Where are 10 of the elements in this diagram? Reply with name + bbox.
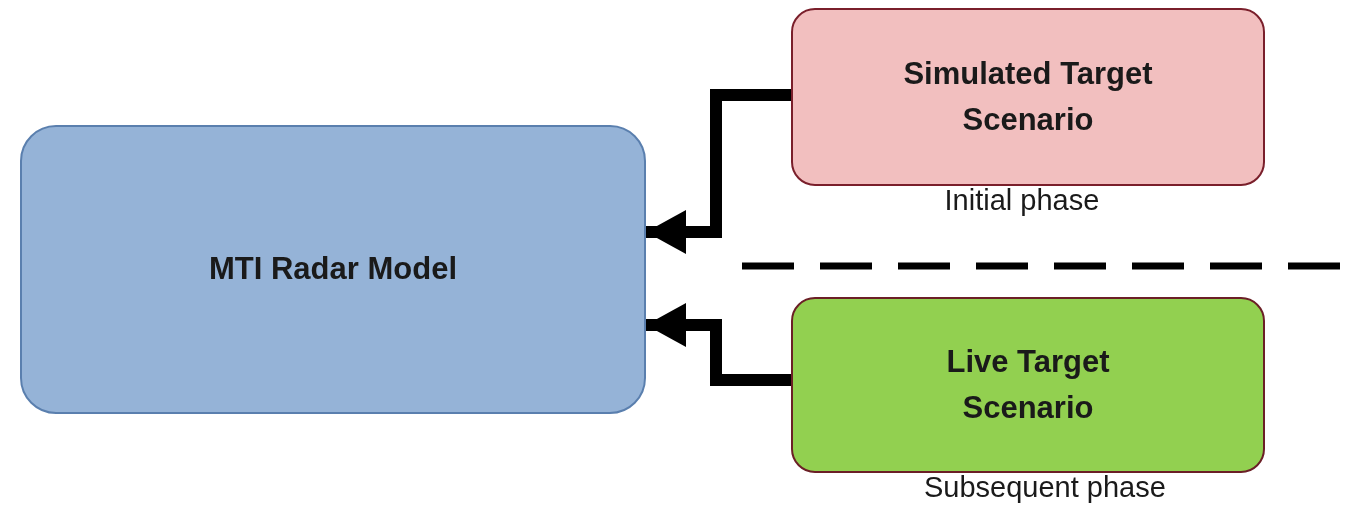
arrow [646, 89, 791, 254]
node-label: Simulated Target Scenario [903, 54, 1153, 139]
node-label: MTI Radar Model [209, 250, 457, 289]
phase-caption: Subsequent phase [924, 470, 1166, 504]
process-box [791, 297, 1265, 473]
node-label: Live Target Scenario [945, 342, 1111, 427]
process-box [791, 8, 1265, 186]
arrow [646, 303, 791, 386]
process-box [20, 125, 646, 414]
phase-caption: Initial phase [944, 183, 1100, 217]
